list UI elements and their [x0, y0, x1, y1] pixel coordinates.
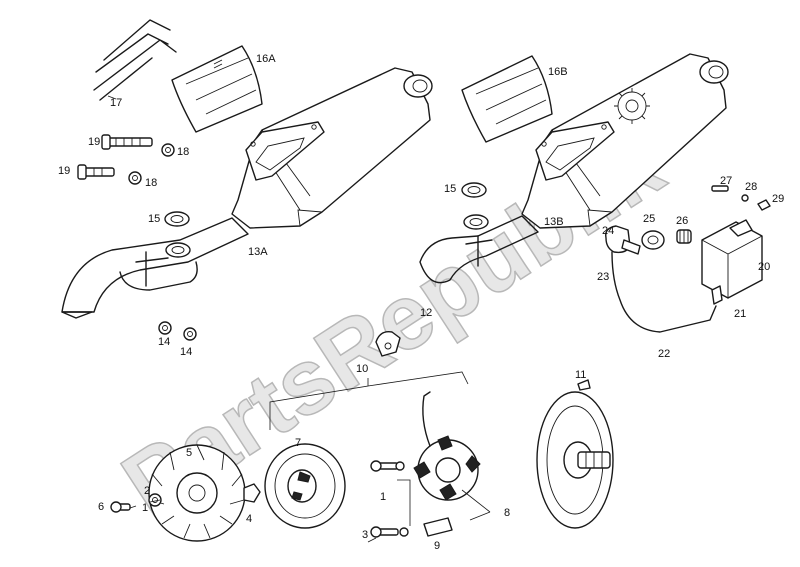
small-screws-27-28-29	[711, 185, 771, 211]
nuts-18	[128, 143, 175, 185]
group-10-leader	[269, 371, 469, 430]
callout-28: 28	[745, 181, 757, 193]
callout-3: 3	[362, 529, 368, 541]
callout-13A: 13A	[248, 246, 268, 258]
bolts-19	[77, 134, 153, 180]
callout-18b: 18	[145, 177, 157, 189]
leader-lines	[107, 95, 491, 543]
exhaust-pipe-left	[61, 217, 249, 319]
gaskets-15-left	[164, 211, 191, 258]
callout-14b: 14	[180, 346, 192, 358]
callout-15b: 15	[444, 183, 456, 195]
muffler-right	[521, 53, 729, 229]
callout-9: 9	[434, 540, 440, 552]
callout-12: 12	[420, 307, 432, 319]
callout-19b: 19	[58, 165, 70, 177]
callout-10: 10	[356, 363, 368, 375]
callout-17: 17	[110, 97, 122, 109]
callout-15a: 15	[148, 213, 160, 225]
callout-labels: 16A 17 19 18 19 18 15 13A 14 14 16B 15 1…	[58, 53, 784, 552]
callout-6: 6	[98, 501, 104, 513]
callout-25: 25	[643, 213, 655, 225]
callout-16B: 16B	[548, 66, 568, 78]
callout-7: 7	[295, 437, 301, 449]
callout-11: 11	[575, 369, 586, 381]
callout-21: 21	[734, 308, 746, 320]
gear-logo-icon	[614, 88, 650, 124]
callout-24: 24	[602, 225, 614, 237]
callout-27: 27	[720, 175, 732, 187]
drive-pulley-disc	[536, 391, 614, 529]
nuts-14	[158, 321, 197, 341]
callout-2: 2	[144, 485, 150, 497]
callout-19a: 19	[88, 136, 100, 148]
callout-4: 4	[246, 513, 252, 525]
cap-26	[676, 229, 692, 244]
gaskets-15-right	[461, 182, 489, 230]
exhaust-pipe-right	[419, 215, 539, 284]
ht-lead-22	[611, 251, 717, 333]
callout-18a: 18	[177, 146, 189, 158]
mount-bracket-17	[93, 19, 177, 101]
callout-1a: 1	[142, 502, 148, 514]
callout-14a: 14	[158, 336, 170, 348]
muffler-left	[231, 67, 433, 229]
rotor-7	[264, 443, 346, 529]
heat-shield-right	[461, 55, 553, 143]
callout-26: 26	[676, 215, 688, 227]
callout-22: 22	[658, 348, 670, 360]
callout-20: 20	[758, 261, 770, 273]
callout-23: 23	[597, 271, 609, 283]
flywheel-fan-5	[148, 444, 246, 542]
bracket-12	[375, 331, 401, 357]
stator-8	[413, 391, 481, 501]
callout-16A: 16A	[256, 53, 276, 65]
ignition-coil-20	[701, 219, 763, 305]
screws-1-3	[370, 460, 409, 538]
spark-plug-cap-24	[605, 225, 641, 255]
callout-1b: 1	[380, 491, 386, 503]
nut-11	[577, 379, 591, 391]
callout-8: 8	[504, 507, 510, 519]
pickup-9	[423, 517, 453, 537]
nut-4	[243, 483, 261, 503]
rubber-cap-25	[641, 230, 665, 250]
callout-29: 29	[772, 193, 784, 205]
callout-13B: 13B	[544, 216, 564, 228]
callout-5: 5	[186, 447, 192, 459]
hub-nut-2-washer	[110, 493, 162, 513]
heat-shield-left	[171, 45, 263, 133]
